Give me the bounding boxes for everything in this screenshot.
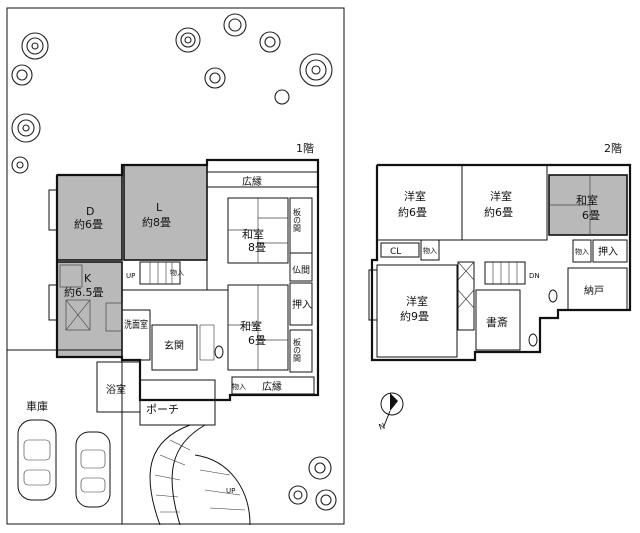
cl-label: CL xyxy=(390,247,401,257)
itanoma-top-label: 板の間 xyxy=(293,207,302,233)
tree-icon xyxy=(308,456,332,480)
genkan-label: 玄関 xyxy=(164,339,184,352)
tree-icon xyxy=(11,113,41,143)
living-size-label: 約8畳 xyxy=(142,215,171,229)
tree-icon xyxy=(21,32,49,60)
tree-icon xyxy=(11,64,33,86)
washitsu-8-size-label: 8畳 xyxy=(248,241,266,254)
porch-label: ポーチ xyxy=(146,403,179,416)
washitsu-6-size-label: 6畳 xyxy=(248,334,266,347)
tree-icon xyxy=(299,53,333,87)
living-label: L xyxy=(156,201,163,214)
engawa-bottom-label: 広縁 xyxy=(262,380,282,393)
itanoma-bottom-label: 板の間 xyxy=(293,337,302,363)
yoshitsu-3-label: 洋室 xyxy=(406,294,428,308)
yoshitsu-2-label: 洋室 xyxy=(490,189,512,203)
tree-icon xyxy=(288,485,308,505)
floor1-label: 1階 xyxy=(296,141,314,155)
yokushitsu-label: 浴室 xyxy=(106,383,126,396)
senmen-label: 洗面室 xyxy=(124,318,148,331)
monoire-2-label: 物入 xyxy=(232,382,246,391)
monoire-f2-2-label: 物入 xyxy=(575,247,589,256)
kitchen-label: K xyxy=(84,272,92,285)
floor2-label: 2階 xyxy=(604,141,622,155)
compass-icon: N xyxy=(378,392,404,432)
yoshitsu-1-label: 洋室 xyxy=(404,189,426,203)
garage-label: 車庫 xyxy=(26,399,48,413)
engawa-top-label: 広縁 xyxy=(242,175,262,188)
butsuma-label: 仏間 xyxy=(292,265,310,276)
tree-icon xyxy=(204,67,226,89)
yoshitsu-2-size-label: 約6畳 xyxy=(484,205,513,219)
floor1-labels: 1階 D 約6畳 L 約8畳 K 約6.5畳 広縁 和室 8畳 板の間 仏間 押… xyxy=(26,141,314,495)
car-icon xyxy=(75,431,111,508)
entrance-path xyxy=(149,424,251,526)
up-label-1: UP xyxy=(126,272,135,280)
nando-label: 納戸 xyxy=(584,284,604,297)
floor1-walls xyxy=(48,158,320,426)
tree-icon xyxy=(274,89,290,105)
washitsu-f2-label: 和室 xyxy=(576,193,598,207)
garden-trees xyxy=(11,13,337,511)
tree-icon xyxy=(315,489,337,511)
up-label-2: UP xyxy=(226,487,235,495)
yoshitsu-1-size-label: 約6畳 xyxy=(398,205,427,219)
washitsu-8-label: 和室 xyxy=(242,227,264,241)
oshiire-f2-label: 押入 xyxy=(598,245,618,258)
dn-label: DN xyxy=(529,272,540,280)
monoire-f2-1-label: 物入 xyxy=(423,246,437,255)
floor2-labels: 2階 洋室 約6畳 洋室 約6畳 和室 6畳 CL 物入 物入 押入 DN 納戸… xyxy=(390,141,622,329)
car-icon xyxy=(17,419,57,501)
garage xyxy=(6,349,123,525)
kitchen-size-label: 約6.5畳 xyxy=(64,285,104,299)
tree-icon xyxy=(259,31,281,53)
dining-size-label: 約6畳 xyxy=(74,217,103,231)
dining-label: D xyxy=(86,205,94,218)
tree-icon xyxy=(223,13,247,37)
shosai-label: 書斎 xyxy=(486,315,508,329)
tree-icon xyxy=(11,156,29,174)
floor2-walls xyxy=(368,163,632,362)
yoshitsu-3-size-label: 約9畳 xyxy=(400,309,429,323)
washitsu-f2-size-label: 6畳 xyxy=(582,209,600,222)
site-boundary xyxy=(6,7,345,525)
tree-icon xyxy=(175,27,201,53)
washitsu-6-label: 和室 xyxy=(240,319,262,333)
monoire-1-label: 物入 xyxy=(170,268,184,277)
compass-label: N xyxy=(378,421,387,432)
oshiire-label: 押入 xyxy=(292,298,312,311)
